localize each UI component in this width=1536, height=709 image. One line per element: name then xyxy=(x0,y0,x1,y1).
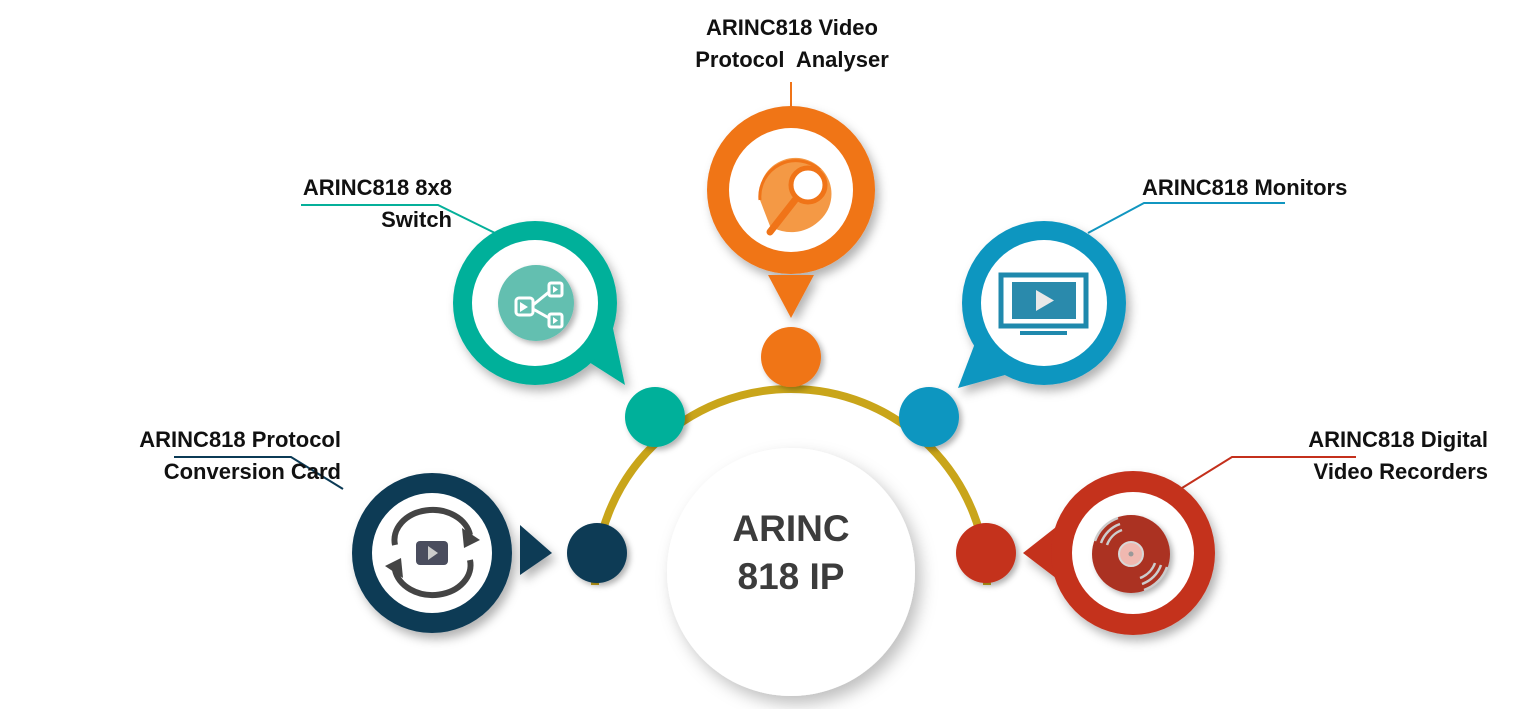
center-hub-label: ARINC 818 IP xyxy=(666,505,916,601)
label-monitors: ARINC818 Monitors xyxy=(1142,172,1412,204)
connector-arc xyxy=(591,385,991,586)
label-line-2: Protocol Analyser xyxy=(695,47,889,72)
node-monitors[interactable] xyxy=(899,202,1285,447)
node-dot-teal[interactable] xyxy=(625,387,685,447)
label-line-2: Video Recorders xyxy=(1313,459,1488,484)
node-dot-navy[interactable] xyxy=(567,523,627,583)
label-line-1: ARINC818 Video xyxy=(706,15,878,40)
monitor-play-icon xyxy=(998,272,1089,335)
node-dot-orange[interactable] xyxy=(761,327,821,387)
node-video-recorders[interactable] xyxy=(956,456,1356,635)
node-protocol-analyser[interactable] xyxy=(707,82,875,387)
node-switch[interactable] xyxy=(301,204,685,447)
label-line-1: ARINC818 Digital xyxy=(1308,427,1488,452)
node-dot-blue[interactable] xyxy=(899,387,959,447)
magnifier-icon xyxy=(758,157,832,236)
node-dot-red[interactable] xyxy=(956,523,1016,583)
share-video-icon xyxy=(498,265,574,341)
center-hub xyxy=(667,448,915,696)
label-switch: ARINC818 8x8 Switch xyxy=(262,172,452,236)
center-line-1: ARINC xyxy=(732,508,850,549)
node-conversion-card[interactable] xyxy=(174,456,627,633)
label-line-1: ARINC818 Protocol xyxy=(139,427,341,452)
disc-icon xyxy=(1092,515,1170,593)
label-line-2: Switch xyxy=(381,207,452,232)
center-line-2: 818 IP xyxy=(737,556,845,597)
label-line-1: ARINC818 Monitors xyxy=(1142,175,1348,200)
label-line-2: Conversion Card xyxy=(163,459,341,484)
refresh-video-icon xyxy=(385,506,480,599)
label-line-1: ARINC818 8x8 xyxy=(302,175,452,200)
label-conversion-card: ARINC818 Protocol Conversion Card xyxy=(86,424,341,488)
label-video-recorders: ARINC818 Digital Video Recorders xyxy=(1238,424,1488,488)
label-protocol-analyser: ARINC818 Video Protocol Analyser xyxy=(672,12,912,76)
